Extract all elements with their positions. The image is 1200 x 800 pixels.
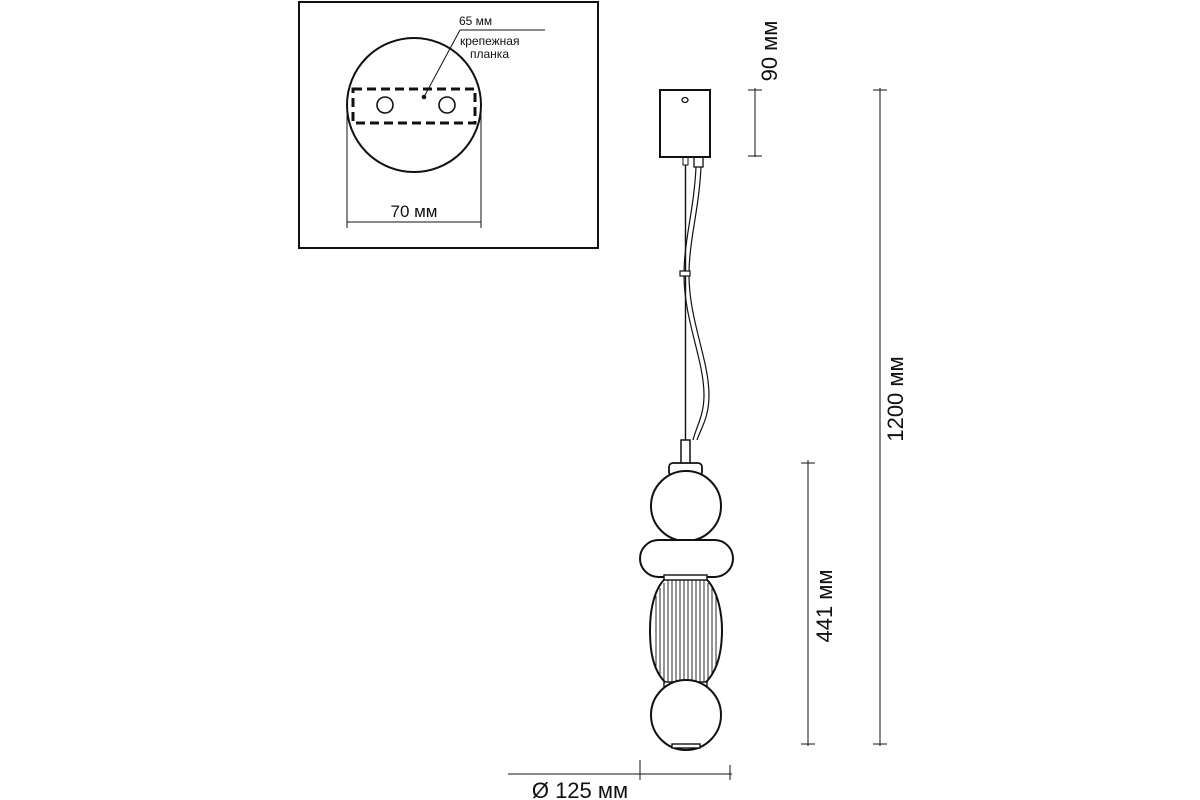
cable-stub xyxy=(682,156,689,166)
power-cord-inner xyxy=(688,166,710,441)
mounting-inset: 65 мм крепежная планка 70 мм xyxy=(298,1,599,249)
lamp-stem xyxy=(680,439,691,465)
diameter-label: Ø 125 мм xyxy=(532,778,628,800)
ribbed-glass-shade xyxy=(648,576,724,685)
shade-height-label: 441 мм xyxy=(812,569,837,642)
power-cord xyxy=(683,166,705,441)
shade-ribs xyxy=(655,578,717,684)
pendant-lamp xyxy=(639,89,734,751)
cord-clip xyxy=(679,270,691,277)
canopy-height-label: 90 мм xyxy=(757,21,782,82)
plate-label-line1: крепежная xyxy=(460,34,519,48)
width-dimension-label: 70 мм xyxy=(390,202,437,221)
canopy-box xyxy=(659,89,711,158)
plate-leader-line xyxy=(423,29,461,98)
canopy-circle xyxy=(346,37,482,173)
bottom-glass-sphere xyxy=(650,679,722,751)
plate-label-line2: планка xyxy=(470,47,509,61)
top-glass-sphere xyxy=(650,470,722,542)
mounting-hole-left xyxy=(376,96,394,114)
canopy-screw xyxy=(681,96,689,104)
dimension-lines xyxy=(508,88,887,780)
total-height-label: 1200 мм xyxy=(883,356,908,441)
shade-top-ring xyxy=(663,574,708,581)
donut-glass xyxy=(639,539,734,578)
cable-clamp xyxy=(693,156,704,168)
bottom-finial xyxy=(671,743,701,749)
mounting-plate xyxy=(351,87,477,125)
mounting-hole-right xyxy=(438,96,456,114)
inset-frame xyxy=(298,1,599,249)
top-dimension-label: 65 мм xyxy=(459,14,492,28)
